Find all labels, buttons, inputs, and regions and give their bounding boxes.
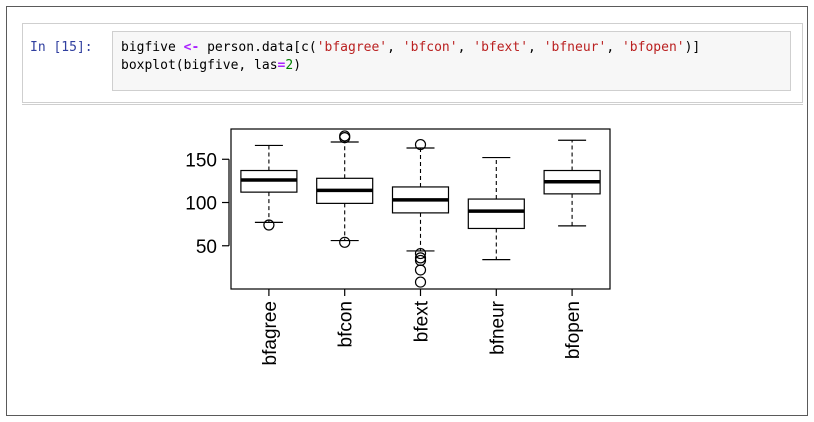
code-line: bigfive <- person.data[c('bfagree', 'bfc… bbox=[121, 39, 782, 57]
outlier-point bbox=[414, 264, 427, 276]
x-tick-label: bfopen bbox=[563, 301, 584, 359]
box-bfcon bbox=[316, 130, 374, 248]
outlier-point bbox=[414, 252, 427, 264]
code-editor[interactable]: bigfive <- person.data[c('bfagree', 'bfc… bbox=[112, 31, 791, 91]
code-token: 'bfagree' bbox=[316, 40, 388, 55]
code-token: , bbox=[606, 40, 622, 55]
code-token: 'bfcon' bbox=[402, 40, 458, 55]
box-bfext bbox=[391, 138, 450, 288]
notebook-frame: In [15]: bigfive <- person.data[c('bfagr… bbox=[6, 6, 808, 416]
x-tick-label: bfagree bbox=[260, 301, 281, 365]
code-token: person.data[c( bbox=[199, 40, 317, 55]
code-token: boxplot(bigfive, las bbox=[121, 58, 278, 73]
x-tick-label: bfneur bbox=[487, 300, 508, 355]
code-token: 'bfopen' bbox=[621, 40, 685, 55]
code-token: , bbox=[387, 40, 403, 55]
y-tick-label: 150 bbox=[185, 150, 217, 171]
outlier-point bbox=[414, 138, 427, 151]
code-token: = bbox=[277, 58, 286, 73]
box-bfagree bbox=[240, 144, 298, 231]
outlier-point bbox=[414, 247, 427, 260]
outlier-point bbox=[339, 130, 351, 142]
x-tick-label: bfcon bbox=[336, 301, 357, 347]
code-cell[interactable]: In [15]: bigfive <- person.data[c('bfagr… bbox=[22, 23, 803, 103]
code-token: bigfive bbox=[121, 40, 184, 55]
box-bfneur bbox=[467, 156, 525, 261]
outlier-point bbox=[414, 276, 427, 288]
outlier-point bbox=[339, 236, 351, 248]
outlier-point bbox=[414, 254, 427, 267]
code-token: , bbox=[457, 40, 474, 55]
input-prompt: In [15]: bbox=[30, 40, 93, 55]
code-token: , bbox=[528, 40, 544, 55]
boxplot-chart: 50 100 150 bfagree bfcon bfext bfneur bfopen bbox=[185, 128, 611, 365]
code-token: 'bfneur' bbox=[543, 40, 607, 55]
box-bfopen bbox=[543, 139, 601, 227]
output-area: 50 100 150 bfagree bfcon bfext bfneur bfopen bbox=[22, 104, 803, 407]
code-token: 'bfext' bbox=[473, 40, 529, 55]
y-tick-label: 100 bbox=[185, 194, 217, 215]
code-token: <- bbox=[183, 40, 200, 55]
code-token: ) bbox=[293, 58, 302, 73]
y-tick-label: 50 bbox=[196, 237, 217, 258]
code-token: 2 bbox=[285, 58, 294, 73]
code-line: boxplot(bigfive, las=2) bbox=[121, 57, 782, 75]
x-tick-label: bfext bbox=[412, 300, 433, 342]
iqr-box bbox=[467, 198, 525, 230]
code-token: )] bbox=[684, 40, 701, 55]
outlier-point bbox=[263, 219, 275, 231]
